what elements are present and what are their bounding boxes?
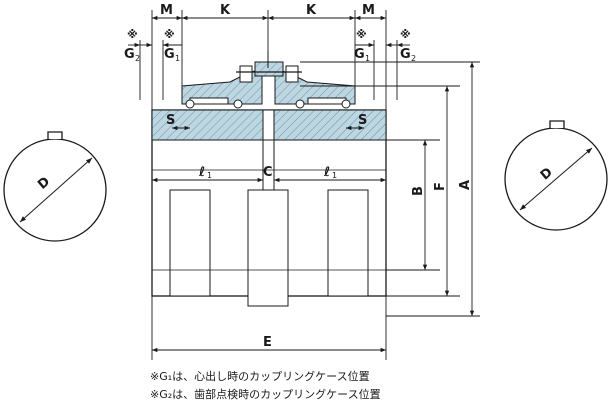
dim-S-right-label: S: [358, 113, 367, 128]
dim-l1-right-label: ℓ: [323, 165, 330, 180]
note-g2: ※G₂は、歯部点検時のカップリングケース位置: [150, 388, 381, 401]
dim-B-label: B: [411, 186, 426, 196]
dim-E-label: E: [263, 335, 272, 350]
dim-G2-left-label: G: [124, 47, 135, 62]
dim-D-left-label: D: [35, 174, 53, 193]
right-end-view: [504, 120, 608, 231]
note-g1: ※G₁は、心出し時のカップリングケース位置: [150, 370, 370, 383]
dim-l1-left-label: ℓ: [198, 165, 205, 180]
dimension-lines: [128, 10, 480, 360]
dim-G1-right-label: G: [354, 47, 365, 62]
dim-M-left-label: M: [160, 3, 173, 18]
dim-A-label: A: [458, 180, 473, 190]
dim-F-label: F: [433, 182, 448, 191]
dim-G1-left-sub: 1: [175, 54, 180, 63]
dim-G2-right-label: G: [400, 47, 411, 62]
dim-G1-right-sub: 1: [365, 54, 370, 63]
dim-S-left-label: S: [166, 113, 175, 128]
ref-mark-g2-right: ※: [400, 28, 411, 41]
dim-l1-left-sub: 1: [207, 171, 212, 180]
left-end-view: [3, 131, 107, 242]
ref-mark-g1-left: ※: [164, 28, 175, 41]
dim-M-right-label: M: [362, 3, 375, 18]
dim-C-label: C: [263, 165, 273, 180]
coupling-body: [151, 50, 387, 307]
dim-l1-right-sub: 1: [332, 171, 337, 180]
dim-K-left-label: K: [220, 3, 231, 18]
dim-D-right-label: D: [538, 165, 556, 184]
dim-G1-left-label: G: [164, 47, 175, 62]
dim-K-right-label: K: [306, 3, 317, 18]
ref-mark-g1-right: ※: [356, 28, 367, 41]
ref-mark-g2-left: ※: [127, 28, 138, 41]
dim-G2-left-sub: 2: [135, 54, 140, 63]
dim-G2-right-sub: 2: [411, 54, 416, 63]
